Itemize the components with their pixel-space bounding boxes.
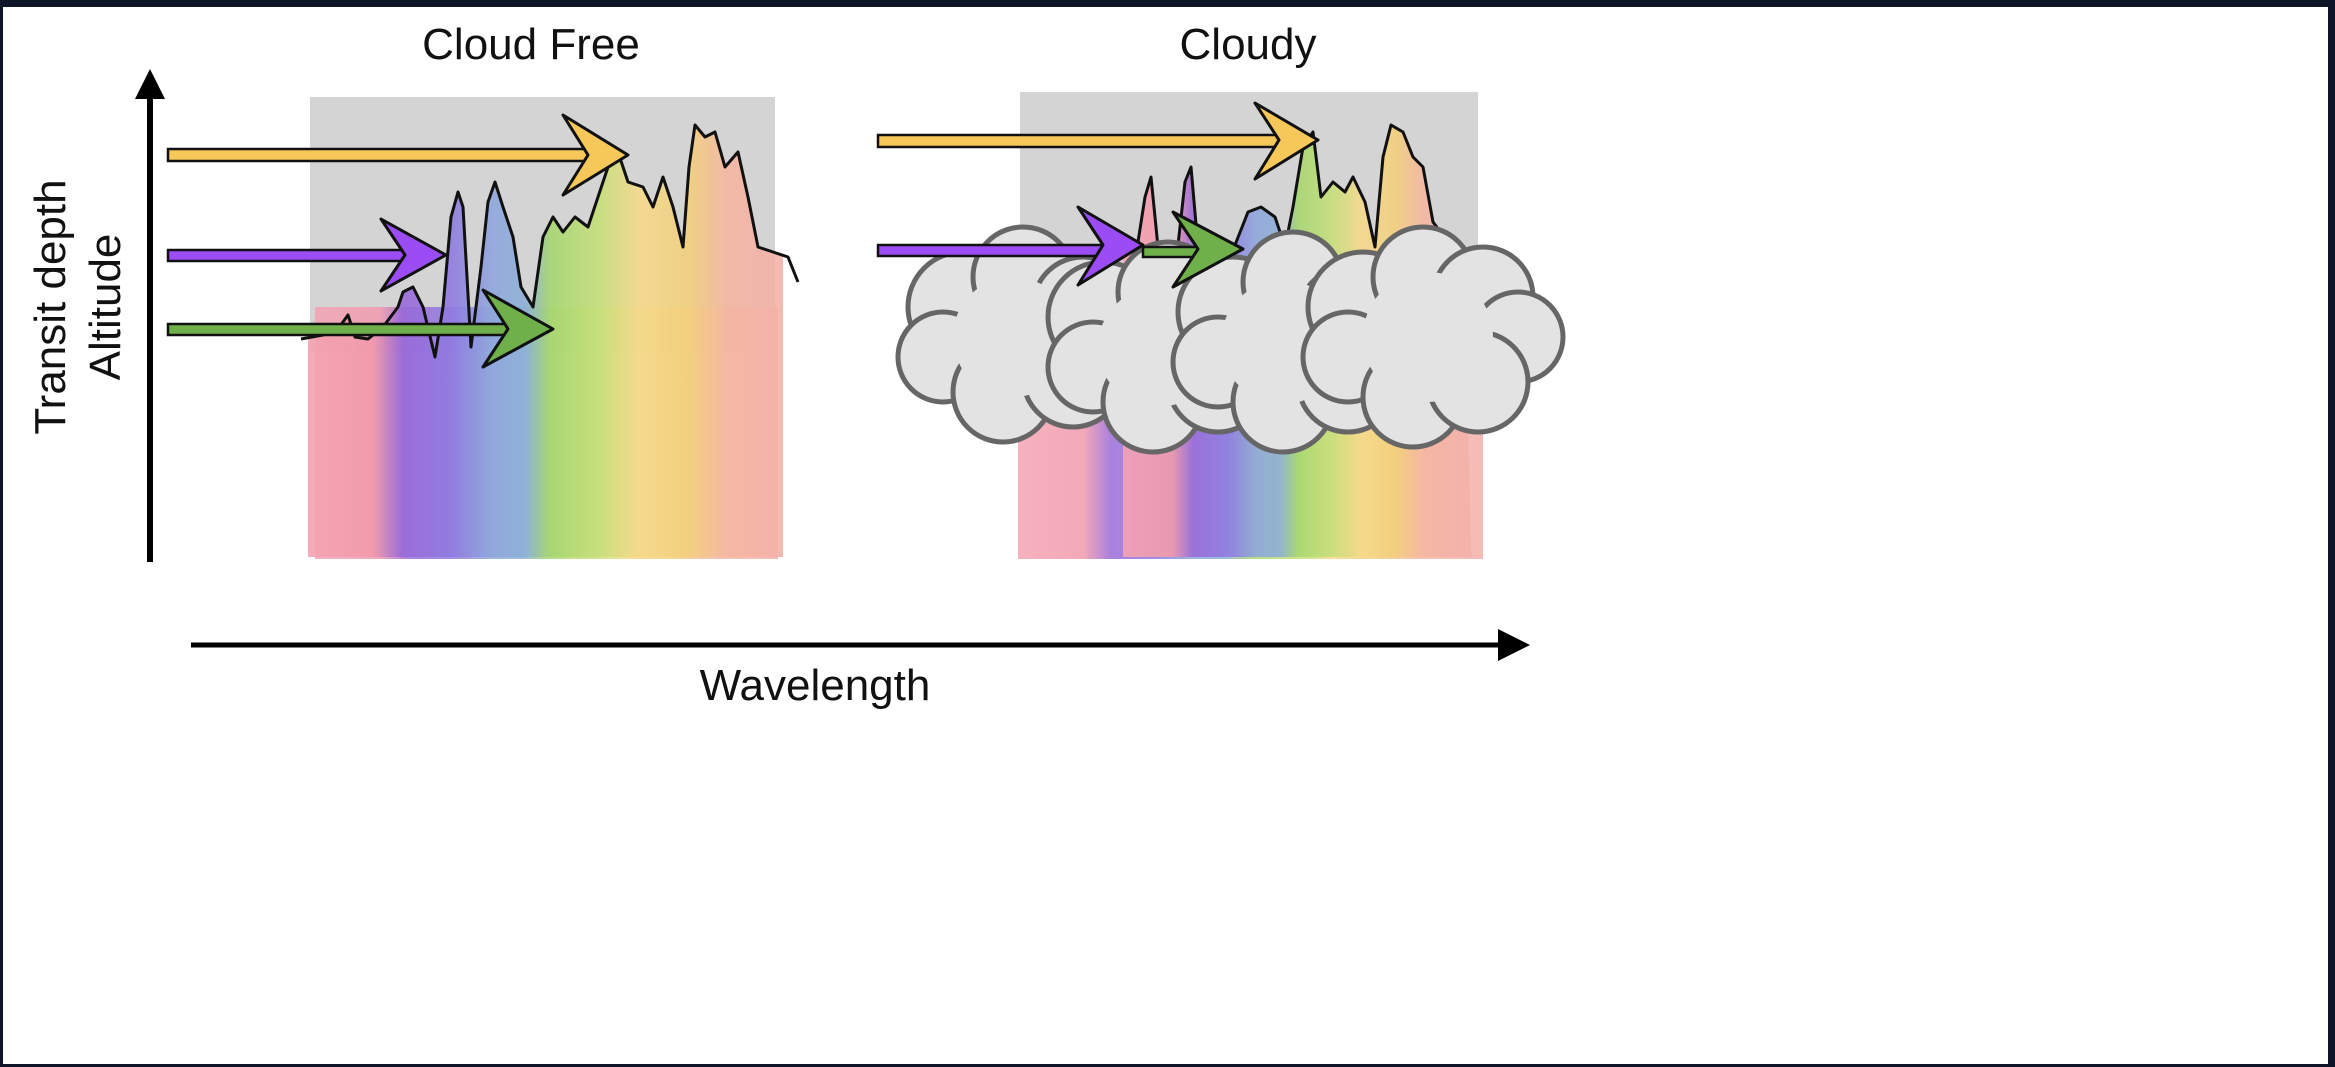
diagram-svg: Cloud Free Cloudy Transit depth Altitude…	[26, 20, 1566, 710]
x-axis	[191, 629, 1530, 661]
yellow-arrow-cloudy	[876, 101, 1320, 181]
cloud-layer	[895, 224, 1566, 455]
cloud-4	[1300, 224, 1566, 450]
cloudy-panel	[876, 92, 1566, 559]
left-absorption-spectrum	[308, 125, 783, 557]
purple-arrow	[166, 217, 448, 293]
cloud-free-panel	[166, 97, 800, 559]
y-axis-label-transit-depth: Transit depth	[26, 179, 75, 434]
green-arrow	[166, 288, 555, 369]
green-arrow-cloudy	[1141, 210, 1245, 289]
x-axis-label: Wavelength	[700, 661, 931, 710]
right-panel-title: Cloudy	[1180, 20, 1317, 69]
diagram-canvas: Cloud Free Cloudy Transit depth Altitude…	[3, 7, 2328, 1064]
purple-arrow-cloudy	[876, 205, 1145, 287]
left-spectrum-line	[300, 123, 800, 359]
y-axis	[135, 69, 165, 562]
y-axis-label-altitude: Altitude	[81, 234, 130, 381]
yellow-arrow	[166, 113, 630, 197]
left-panel-title: Cloud Free	[422, 20, 640, 69]
